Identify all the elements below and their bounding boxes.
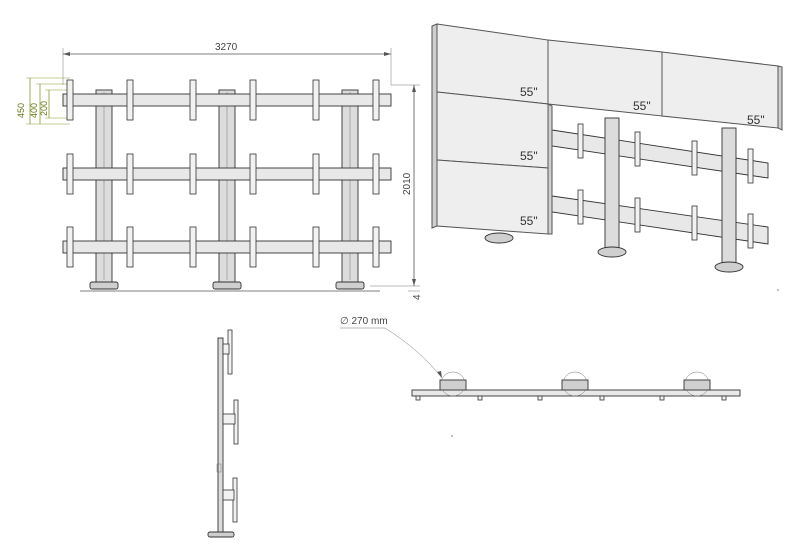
width-label: 3270	[215, 42, 238, 53]
perspective-frame	[484, 117, 769, 273]
width-dimension: 3270	[62, 42, 392, 85]
top-view: ∅ 270 mm	[340, 316, 741, 401]
front-view: 3270 2010 4 450 400 200	[16, 42, 423, 300]
screen-size-label: 55"	[520, 85, 538, 99]
dim-400-label: 400	[29, 103, 39, 118]
screen-size-label: 55"	[520, 149, 538, 163]
screen-size-label: 55"	[747, 113, 765, 127]
horizontal-rails	[62, 93, 392, 254]
vesa-arms-row-2	[66, 153, 380, 195]
dim-200-label: 200	[39, 101, 49, 116]
top-view-bases	[439, 371, 711, 397]
vertical-posts	[95, 89, 359, 283]
height-label: 2010	[402, 172, 413, 195]
floor-bases	[80, 281, 380, 292]
screen-wall: 55" 55" 55" 55" 55"	[431, 23, 783, 235]
floor-gap-label: 4	[412, 294, 423, 300]
screen-size-label: 55"	[520, 214, 538, 228]
vesa-arms-row-3	[66, 226, 380, 268]
screen-size-label: 55"	[633, 99, 651, 113]
height-dimension: 2010 4	[370, 84, 423, 300]
top-view-arms	[415, 395, 727, 401]
base-diameter-label: ∅ 270 mm	[340, 316, 388, 327]
side-view	[207, 329, 239, 538]
left-dimensions: 450 400 200	[16, 77, 70, 125]
vesa-arms-row-1	[66, 79, 380, 121]
dim-450-label: 450	[16, 103, 26, 118]
perspective-view: 55" 55" 55" 55" 55"	[431, 23, 783, 273]
